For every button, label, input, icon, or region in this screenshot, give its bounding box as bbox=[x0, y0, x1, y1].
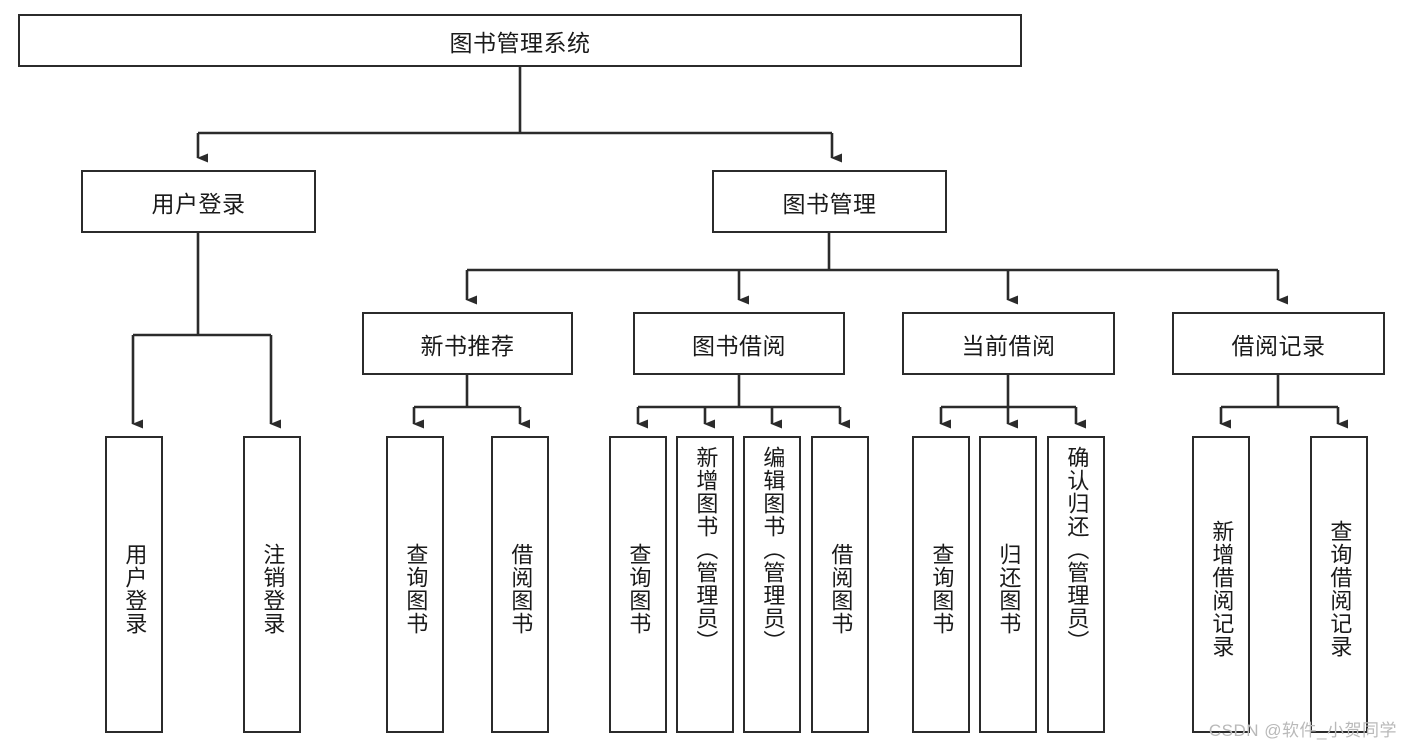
leaf-label: 借阅图书 bbox=[508, 542, 534, 635]
leaf-book-borrow-edit-book[interactable]: 编辑图书（管理员） bbox=[743, 436, 801, 733]
leaf-book-borrow-add-book[interactable]: 新增图书（管理员） bbox=[676, 436, 734, 733]
leaf-label: 注销登录 bbox=[260, 542, 286, 635]
leaf-current-borrow-confirm-return[interactable]: 确认归还（管理员） bbox=[1047, 436, 1105, 733]
leaf-new-book-query-book[interactable]: 查询图书 bbox=[386, 436, 444, 733]
leaf-borrow-record-add-record[interactable]: 新增借阅记录 bbox=[1192, 436, 1250, 733]
leaf-label: 借阅图书 bbox=[828, 542, 854, 635]
leaf-user-login-logout[interactable]: 注销登录 bbox=[243, 436, 301, 733]
leaf-borrow-record-query-record[interactable]: 查询借阅记录 bbox=[1310, 436, 1368, 733]
leaf-user-login-login[interactable]: 用户登录 bbox=[105, 436, 163, 733]
node-new-book-recommend[interactable]: 新书推荐 bbox=[362, 312, 573, 375]
node-borrow-record[interactable]: 借阅记录 bbox=[1172, 312, 1385, 375]
node-label: 借阅记录 bbox=[1231, 332, 1326, 359]
node-label: 图书管理系统 bbox=[449, 29, 591, 56]
leaf-label: 查询图书 bbox=[929, 542, 955, 635]
leaf-label: 查询图书 bbox=[626, 542, 652, 635]
leaf-new-book-borrow-book[interactable]: 借阅图书 bbox=[491, 436, 549, 733]
node-label: 用户登录 bbox=[151, 190, 246, 217]
leaf-label: 新增图书（管理员） bbox=[693, 446, 719, 653]
node-current-borrow[interactable]: 当前借阅 bbox=[902, 312, 1115, 375]
leaf-label: 查询图书 bbox=[403, 542, 429, 635]
leaf-label: 归还图书 bbox=[996, 542, 1022, 635]
node-label: 新书推荐 bbox=[420, 332, 515, 359]
leaf-current-borrow-return-book[interactable]: 归还图书 bbox=[979, 436, 1037, 733]
leaf-label: 新增借阅记录 bbox=[1209, 519, 1235, 658]
leaf-current-borrow-query-book[interactable]: 查询图书 bbox=[912, 436, 970, 733]
node-label: 当前借阅 bbox=[961, 332, 1056, 359]
leaf-label: 查询借阅记录 bbox=[1327, 519, 1353, 658]
node-book-management[interactable]: 图书管理 bbox=[712, 170, 947, 233]
node-label: 图书管理 bbox=[782, 190, 877, 217]
leaf-label: 确认归还（管理员） bbox=[1064, 446, 1090, 653]
node-root-system[interactable]: 图书管理系统 bbox=[18, 14, 1022, 67]
leaf-label: 编辑图书（管理员） bbox=[760, 446, 786, 653]
leaf-book-borrow-query-book[interactable]: 查询图书 bbox=[609, 436, 667, 733]
node-user-login[interactable]: 用户登录 bbox=[81, 170, 316, 233]
node-book-borrow[interactable]: 图书借阅 bbox=[633, 312, 845, 375]
leaf-book-borrow-borrow-book[interactable]: 借阅图书 bbox=[811, 436, 869, 733]
leaf-label: 用户登录 bbox=[122, 542, 148, 635]
node-label: 图书借阅 bbox=[692, 332, 786, 359]
